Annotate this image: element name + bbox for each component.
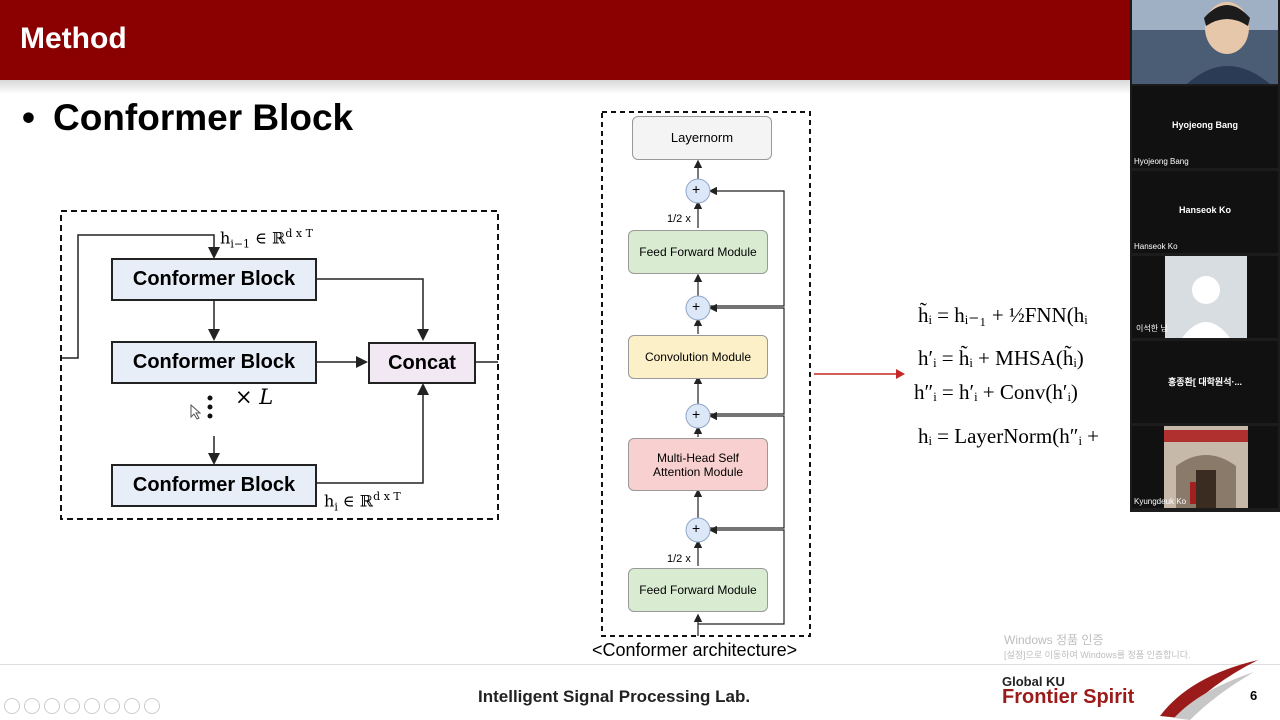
slide-controls bbox=[4, 698, 160, 718]
avatar-placeholder-icon bbox=[1165, 256, 1247, 338]
participant-tile-5[interactable]: Kyungdeuk Ko bbox=[1132, 426, 1278, 508]
layernorm-module: Layernorm bbox=[632, 116, 772, 160]
participant-name: Hyojeong Bang bbox=[1171, 120, 1238, 130]
convolution-module: Convolution Module bbox=[628, 335, 768, 379]
mhsa-module: Multi-Head Self Attention Module bbox=[628, 438, 768, 491]
conformer-architecture-diagram: + + + + Layernorm Feed Forward Module Co… bbox=[598, 108, 814, 640]
header-shadow bbox=[0, 80, 1130, 94]
output-label-sup: d x T bbox=[373, 490, 401, 503]
equation-2: h′ᵢ = h̃ᵢ + MHSA(h̃ᵢ) bbox=[918, 346, 1084, 370]
stacked-conformer-diagram: Conformer Block Conformer Block Conforme… bbox=[60, 210, 500, 522]
participant-name: 홍종환[ 대학원석·... bbox=[1168, 377, 1242, 387]
brand-line-2: Frontier Spirit bbox=[1002, 686, 1135, 708]
participant-label: Hyojeong Bang bbox=[1134, 157, 1189, 166]
equation-3: h″ᵢ = h′ᵢ + Conv(h′ᵢ) bbox=[914, 380, 1078, 404]
half-scale-label-top: 1/2 x bbox=[667, 213, 691, 225]
concat-block: Concat bbox=[368, 342, 476, 384]
mouse-cursor-icon bbox=[190, 404, 202, 420]
page-number: 6 bbox=[1250, 688, 1258, 703]
input-label: hi−1 ∈ ℝd x T bbox=[220, 227, 313, 251]
slide-header-bar bbox=[0, 0, 1130, 80]
red-arrow-icon bbox=[814, 369, 905, 379]
feed-forward-module-top: Feed Forward Module bbox=[628, 230, 768, 274]
participant-tile-hanseok-ko[interactable]: Hanseok Ko Hanseok Ko bbox=[1132, 171, 1278, 253]
pen-tool-button[interactable] bbox=[44, 698, 60, 714]
participant-video-thumbnail bbox=[1164, 426, 1248, 508]
output-label-sub: i bbox=[334, 500, 338, 514]
speaker-video bbox=[1132, 0, 1278, 84]
more-options-button[interactable] bbox=[144, 698, 160, 714]
participant-tile-4[interactable]: 홍종환[ 대학원석·... bbox=[1132, 341, 1278, 423]
participants-panel: Hyojeong Bang Hyojeong Bang Hanseok Ko H… bbox=[1130, 0, 1280, 512]
input-label-sub: i−1 bbox=[230, 237, 251, 251]
output-label-set: ∈ ℝ bbox=[337, 491, 374, 511]
plus-icon-3: + bbox=[692, 298, 701, 314]
slide-header-title: Method bbox=[20, 22, 127, 55]
participant-label: Hanseok Ko bbox=[1134, 242, 1178, 251]
zoom-button[interactable] bbox=[84, 698, 100, 714]
equation-1: h̃ᵢ = hᵢ₋₁ + ½FNN(hᵢ bbox=[918, 303, 1088, 327]
repeat-label: × L bbox=[235, 385, 274, 409]
diagram-caption: <Conformer architecture> bbox=[592, 640, 798, 660]
participant-name: Hanseok Ko bbox=[1178, 205, 1231, 215]
brand-line-1: Global KU bbox=[1002, 674, 1065, 689]
brand-swoosh-logo bbox=[1160, 660, 1258, 720]
footer-lab-name: Intelligent Signal Processing Lab. bbox=[478, 687, 751, 706]
plus-icon-1: + bbox=[692, 520, 701, 536]
conformer-block-2: Conformer Block bbox=[111, 341, 317, 384]
equation-4: hᵢ = LayerNorm(h″ᵢ + bbox=[918, 424, 1100, 448]
output-label: hi ∈ ℝd x T bbox=[324, 490, 401, 514]
input-label-set: ∈ ℝ bbox=[250, 228, 286, 248]
participant-label: 이석한 님 bbox=[1136, 324, 1168, 333]
half-scale-label-bottom: 1/2 x bbox=[667, 553, 691, 565]
windows-activation-text: [설정]으로 이동하여 Windows를 정품 인증합니다. bbox=[1004, 650, 1191, 660]
stacked-diagram-lines bbox=[60, 210, 499, 520]
feed-forward-module-bottom: Feed Forward Module bbox=[628, 568, 768, 612]
subtitles-button[interactable] bbox=[104, 698, 120, 714]
slides-grid-button[interactable] bbox=[64, 698, 80, 714]
conformer-block-3: Conformer Block bbox=[111, 464, 317, 507]
input-label-sup: d x T bbox=[285, 227, 313, 240]
camera-button[interactable] bbox=[124, 698, 140, 714]
participant-tile-3[interactable]: 이석한 님 bbox=[1132, 256, 1278, 338]
output-label-h: h bbox=[324, 491, 335, 511]
participant-label: Kyungdeuk Ko bbox=[1134, 497, 1187, 506]
previous-slide-button[interactable] bbox=[4, 698, 20, 714]
plus-icon-2: + bbox=[692, 406, 701, 422]
slide-heading: •Conformer Block bbox=[22, 97, 354, 138]
plus-icon-4: + bbox=[692, 181, 701, 197]
architecture-lines bbox=[601, 111, 811, 637]
slide-heading-text: Conformer Block bbox=[52, 97, 354, 138]
footer-divider bbox=[0, 664, 1280, 665]
participant-tile-hyojeong-bang[interactable]: Hyojeong Bang Hyojeong Bang bbox=[1132, 86, 1278, 168]
windows-activation-title: Windows 정품 인증 bbox=[1004, 633, 1104, 647]
next-slide-button[interactable] bbox=[24, 698, 40, 714]
input-label-h: h bbox=[220, 228, 231, 248]
participant-video-speaker[interactable] bbox=[1132, 0, 1278, 84]
conformer-block-1: Conformer Block bbox=[111, 258, 317, 301]
